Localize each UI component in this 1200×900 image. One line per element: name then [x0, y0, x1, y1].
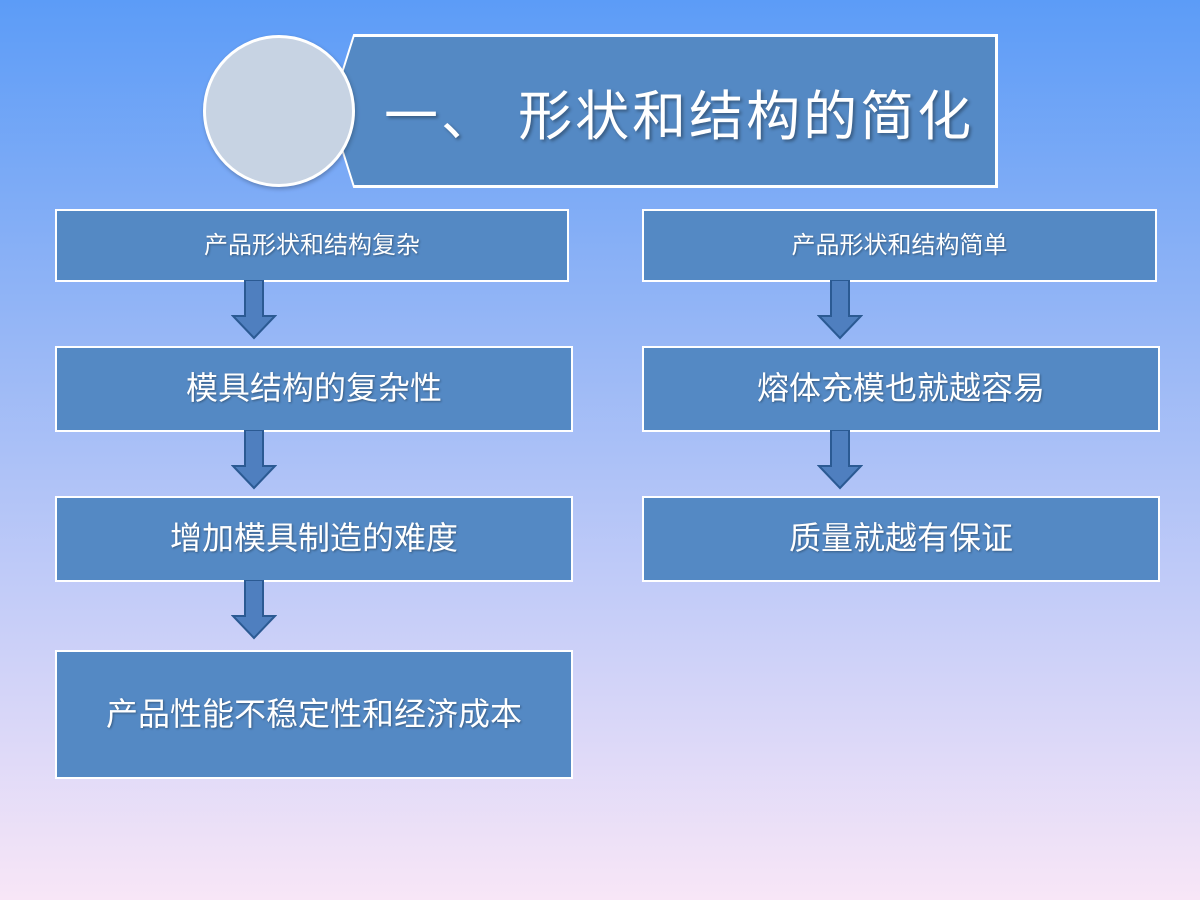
- right-box-melt-filling: 熔体充模也就越容易: [642, 346, 1160, 432]
- down-arrow-icon: [817, 280, 863, 340]
- left-box-performance-cost: 产品性能不稳定性和经济成本: [55, 650, 573, 779]
- left-box-shape-complex: 产品形状和结构复杂: [55, 209, 569, 282]
- down-arrow-icon: [231, 280, 277, 340]
- left-box-mold-complexity: 模具结构的复杂性: [55, 346, 573, 432]
- right-box-quality-assured: 质量就越有保证: [642, 496, 1160, 582]
- right-box-shape-simple: 产品形状和结构简单: [642, 209, 1157, 282]
- title-circle: [203, 35, 355, 187]
- down-arrow-icon: [231, 580, 277, 640]
- slide-header: 一、 形状和结构的简化: [0, 0, 1200, 200]
- down-arrow-icon: [817, 430, 863, 490]
- left-box-manufacturing-difficulty: 增加模具制造的难度: [55, 496, 573, 582]
- down-arrow-icon: [231, 430, 277, 490]
- slide-title: 一、 形状和结构的简化: [384, 84, 975, 148]
